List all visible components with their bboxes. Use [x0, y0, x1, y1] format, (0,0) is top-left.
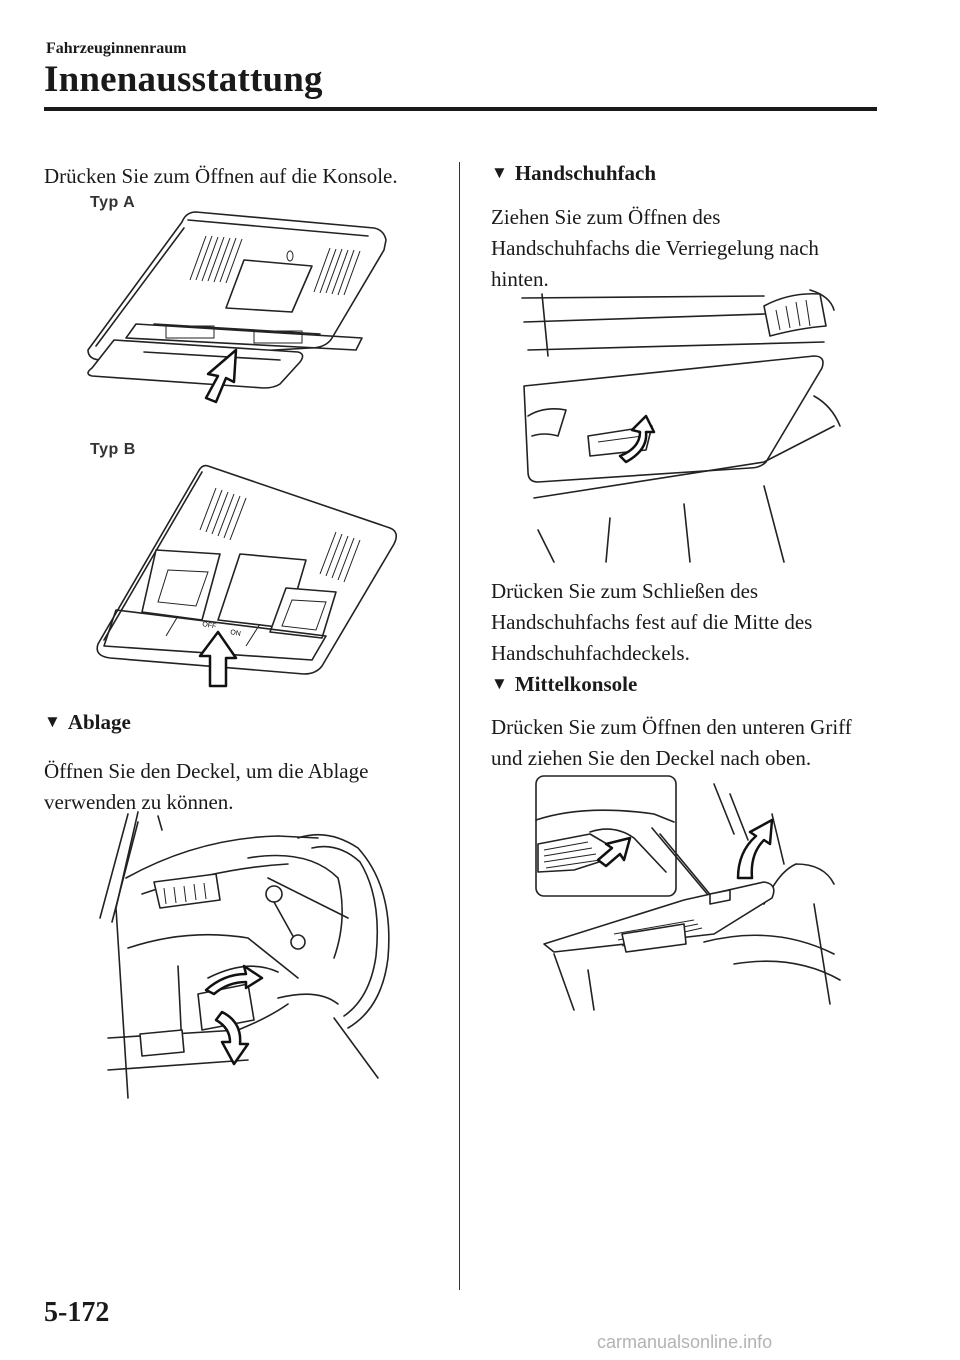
handschuhfach-open-line-3: hinten.	[491, 267, 549, 291]
column-divider	[459, 162, 460, 1290]
page-number: 5-172	[44, 1297, 110, 1328]
handschuhfach-close-line-3: Handschuhfachdeckels.	[491, 641, 690, 665]
storage-compartment-illustration	[99, 811, 390, 1099]
mittelkonsole-text-line-2: und ziehen Sie den Deckel nach oben.	[491, 746, 812, 770]
overhead-console-typ-a-illustration	[87, 211, 387, 404]
triangle-marker-icon: ▼	[491, 162, 508, 182]
switch-label-on: ON	[230, 629, 242, 638]
ablage-text-line-2: verwenden zu können.	[44, 790, 234, 814]
heading-ablage: ▼ Ablage	[44, 710, 131, 734]
triangle-marker-icon: ▼	[44, 711, 61, 731]
triangle-marker-icon: ▼	[491, 673, 508, 693]
ablage-text-line-1: Öffnen Sie den Deckel, um die Ablage	[44, 759, 369, 783]
handschuhfach-open-line-1: Ziehen Sie zum Öffnen des	[491, 205, 721, 229]
section-label: Fahrzeuginnenraum	[46, 40, 187, 57]
title-rule	[44, 107, 877, 111]
page-title: Innenausstattung	[44, 59, 323, 100]
caption-typ-b: Typ B	[90, 441, 136, 458]
handschuhfach-open-line-2: Handschuhfachs die Verriegelung nach	[491, 236, 819, 260]
caption-typ-a: Typ A	[90, 194, 136, 211]
heading-mittelkonsole: ▼ Mittelkonsole	[491, 672, 638, 696]
switch-label-off: OFF	[202, 621, 217, 630]
glove-box-illustration	[521, 289, 841, 563]
mittelkonsole-text-line-1: Drücken Sie zum Öffnen den unteren Griff	[491, 715, 852, 739]
overhead-console-typ-b-illustration: OFF ON	[96, 464, 398, 688]
heading-handschuhfach: ▼ Handschuhfach	[491, 161, 657, 185]
center-console-illustration	[535, 775, 841, 1011]
handschuhfach-close-line-2: Handschuhfachs fest auf die Mitte des	[491, 610, 813, 634]
intro-text: Drücken Sie zum Öffnen auf die Konsole.	[44, 164, 398, 188]
handschuhfach-close-line-1: Drücken Sie zum Schließen des	[491, 579, 759, 603]
watermark: carmanualsonline.info	[597, 1332, 773, 1352]
